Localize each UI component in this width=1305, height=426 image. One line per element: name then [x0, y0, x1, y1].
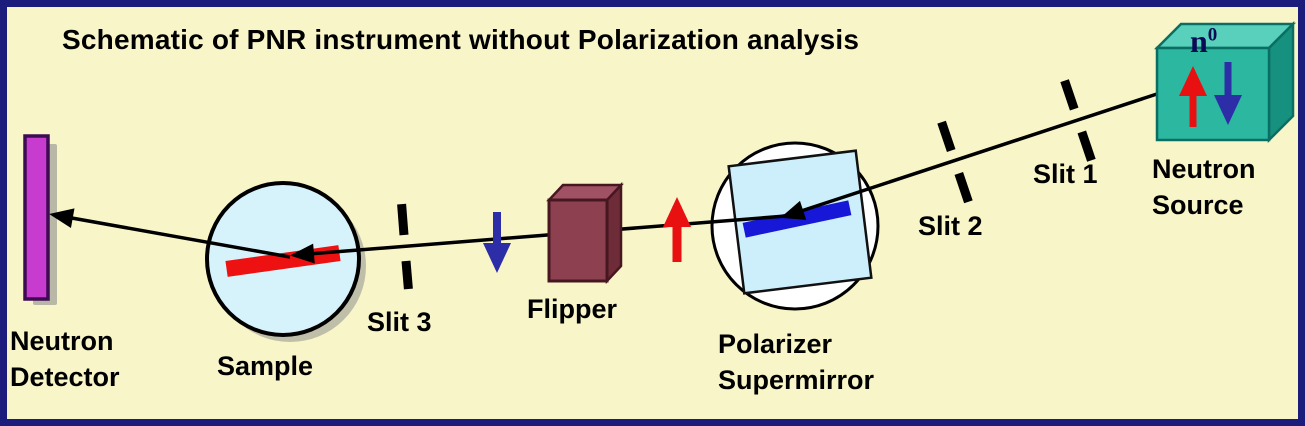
flipper-top [546, 183, 624, 202]
polarizer-label: Polarizer Supermirror [718, 327, 874, 398]
beam-segment-polarizer-to-sample [290, 214, 787, 264]
slit2-blade-top [937, 120, 956, 153]
neutron-symbol-base: n [1190, 23, 1208, 59]
slit1-blade-top [1060, 79, 1079, 111]
slit3-blade-top [397, 203, 409, 236]
flipper-front [547, 198, 609, 283]
slit1-label: Slit 1 [1033, 159, 1098, 189]
detector-body [23, 134, 50, 301]
neutron-symbol: n0 [1190, 20, 1217, 62]
sample-label: Sample [217, 351, 314, 381]
neutron-source-label-line2: Source [1152, 189, 1244, 220]
neutron-detector-label: Neutron Detector [10, 324, 120, 395]
slit2-label: Slit 2 [918, 211, 983, 241]
neutron-detector-label-line2: Detector [10, 361, 120, 392]
flipper-label: Flipper [527, 294, 618, 324]
slit3-blade-bottom [401, 260, 413, 290]
slit3-label: Slit 3 [367, 307, 432, 337]
slit1-blade-bottom [1077, 130, 1096, 162]
slit2-blade-bottom [954, 171, 973, 204]
diagram-title: Schematic of PNR instrument without Pola… [62, 24, 860, 55]
neutron-detector-label-line1: Neutron [10, 326, 114, 356]
source-cube-front [1155, 46, 1271, 142]
neutron-symbol-superscript: 0 [1207, 24, 1218, 46]
neutron-source-label-line1: Neutron [1152, 154, 1256, 184]
polarizer-label-line1: Polarizer [718, 329, 833, 359]
neutron-source-label: Neutron Source [1152, 152, 1256, 223]
beam-segment-sample-to-detector [49, 208, 291, 259]
polarizer-label-line2: Supermirror [718, 364, 875, 395]
beam-segment-source-to-polarizer [780, 90, 1164, 220]
